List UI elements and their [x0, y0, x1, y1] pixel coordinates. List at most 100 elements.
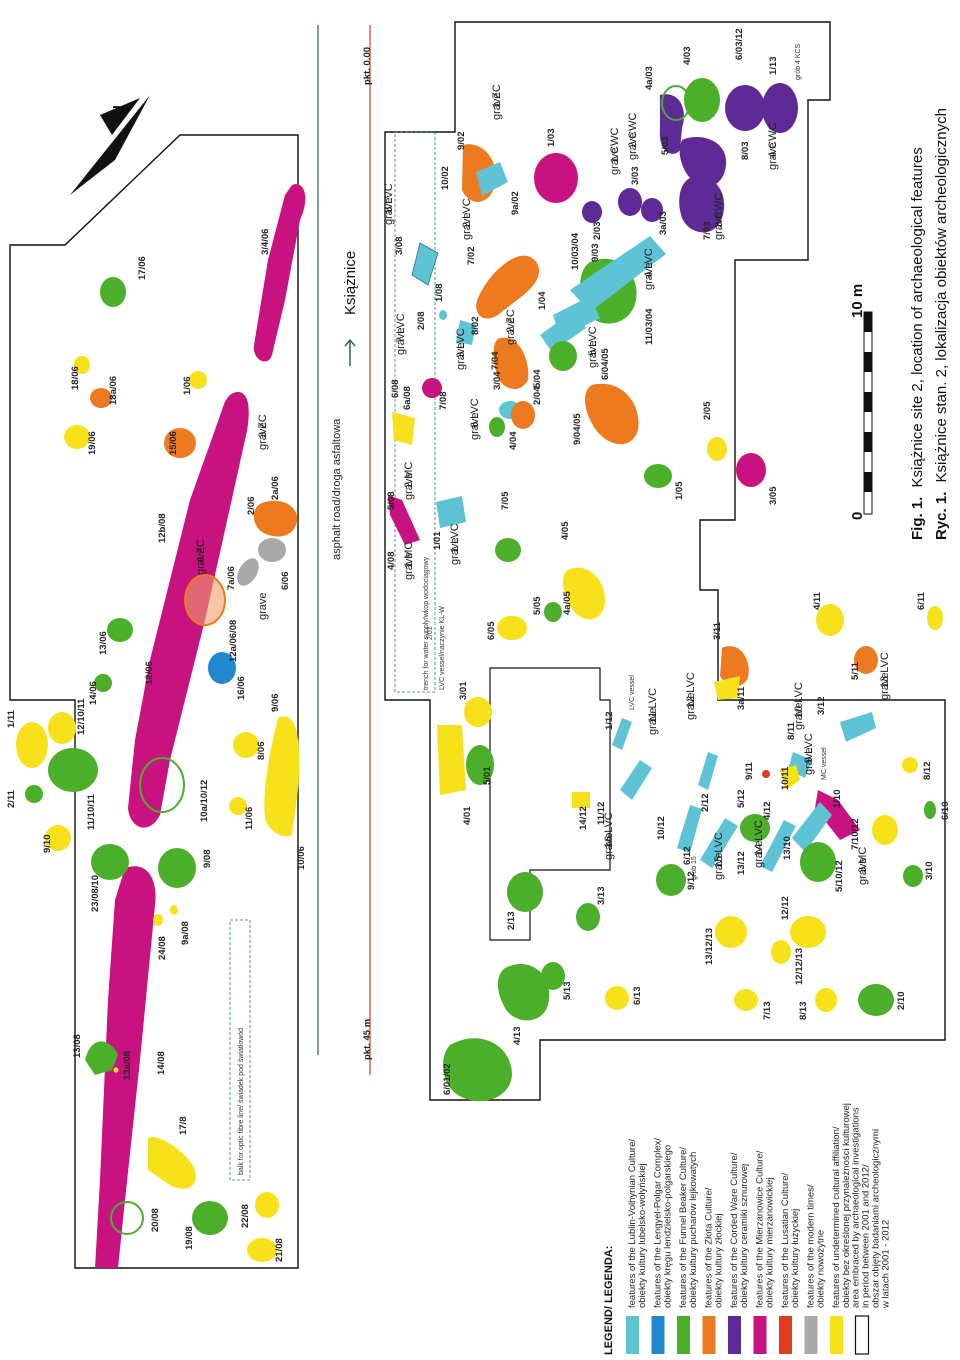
feature-1-11 [16, 722, 48, 768]
feature-label: 5/11 [850, 661, 861, 680]
feature-13-10 [792, 802, 832, 852]
note-label: MC vessel [821, 747, 828, 780]
feature-7a-06 [237, 558, 259, 586]
feature-12-10-11 [48, 712, 76, 744]
legend: LEGEND/ LEGENDA: features of the Lublin-… [603, 1103, 892, 1355]
feature-label: 4/01 [462, 806, 473, 825]
note-label: LVC vessel [629, 675, 636, 710]
feature-5-04 [549, 341, 577, 371]
feature-label: 2/10 [896, 992, 907, 1011]
feature-17-06 [100, 277, 126, 307]
feature-label: 4/04 [508, 431, 519, 450]
feature-label: 1/13 [768, 57, 779, 76]
feature-6-06 [258, 538, 286, 562]
feature-2-05 [707, 437, 727, 461]
feature-label: 5/05 [532, 596, 543, 615]
feature-2-11 [25, 785, 43, 803]
feature-label: 6/03/12 [734, 28, 745, 60]
feature-label: 13/12/13 [704, 928, 715, 965]
feature-label: 9/08 [202, 850, 213, 869]
feature-label: 2/08 [416, 312, 427, 331]
feature-13-08 [85, 1041, 118, 1075]
feature-7-05 [495, 538, 521, 562]
feature-label: 2/12 [700, 794, 711, 813]
legend-text-area: obszar objęty badaniami archeologicznymi [871, 1129, 882, 1308]
feature-2-03 [582, 201, 602, 223]
feature-15-06 [164, 428, 196, 458]
feature-label: 11/03/04 [644, 308, 655, 345]
feature-label: 10a/10/12 [199, 780, 210, 822]
legend-title: LEGEND/ LEGENDA: [603, 1246, 615, 1355]
feature-label: 3/10 [924, 862, 935, 881]
legend-text-lusatian: obiekty kultury łużyckiej [790, 1209, 801, 1308]
feature-6-13 [605, 986, 629, 1010]
feature-label: 1/10 [832, 790, 843, 809]
feature-5-05 [544, 602, 562, 622]
grave-label: grave12 LVC [685, 672, 697, 720]
feature-label: 8/06 [256, 742, 267, 761]
feature-4-03 [684, 78, 720, 122]
place-label: Książnice [342, 251, 359, 315]
feature-label: 4a/05 [562, 591, 573, 615]
feature-label: 6/06 [280, 572, 291, 591]
feature-8-03 [679, 137, 727, 187]
road-label: asphalt road/droga asfaltowa [331, 418, 343, 560]
feature-label: 3/08 [394, 237, 405, 256]
legend-text-lvc: obiekty kultury lubelsko-wołyńskiej [637, 1163, 648, 1308]
feature-1-04 [540, 310, 586, 352]
grave-label: grave5 LVC [587, 326, 599, 368]
feature-label: 3a/03 [658, 211, 669, 235]
feature-label: 9/02 [456, 132, 467, 151]
figure-caption: Fig. 1. Książnice site 2, location of ar… [909, 108, 950, 540]
feature-label: 8/02 [470, 317, 481, 336]
feature-3-05 [736, 453, 766, 487]
feature-label: 18a/06 [108, 376, 119, 405]
feature-label: 22/08 [240, 1204, 251, 1228]
feature-label: 13a/08 [122, 1051, 133, 1080]
feature-3-03 [618, 188, 642, 216]
feature-4-11 [816, 604, 844, 636]
feature-label: 2/11 [6, 789, 17, 808]
feature-4-13 [497, 963, 550, 1021]
feature-3-12 [840, 712, 876, 742]
feature-6-11 [927, 606, 943, 630]
grave-label: grave10 LVC [793, 682, 805, 730]
grave-label: grave16 LVC [603, 812, 615, 860]
feature-label: 1/12 [604, 712, 615, 731]
grave-label: grave3 LVC [455, 328, 467, 370]
feature-5-03 [659, 94, 684, 154]
feature-13-06 [107, 618, 133, 642]
legend-text-zlota: features of the Złota Culture/ [704, 1187, 715, 1308]
feature-label: 1/03 [546, 129, 557, 148]
feature-label: 10/12 [656, 816, 667, 840]
excavation-outline-west [9, 134, 299, 1269]
grave-label: grave1 CWC [609, 128, 621, 176]
feature-label: 7/03 [702, 222, 713, 241]
feature-label: 1/05 [674, 481, 685, 500]
feature-10-11 [780, 765, 800, 790]
feature-6-10 [924, 801, 936, 819]
feature-label: 13/06 [98, 631, 109, 655]
feature-24-08 [153, 914, 163, 926]
feature-label: 8/03 [740, 142, 751, 161]
feature-4-08 [388, 495, 420, 545]
feature-label: 5/10/12 [834, 860, 845, 892]
feature-label: 4/11 [812, 591, 823, 610]
feature-label: 6a/08 [402, 386, 413, 410]
feature-1-10 [815, 790, 860, 840]
feature-3-11 [720, 646, 749, 687]
feature-label: 6/12 [682, 847, 693, 866]
feature-10-12 [677, 805, 702, 853]
legend-text-area: in period between 2001 and 2012/ [861, 1164, 872, 1308]
feature-1-03 [534, 153, 578, 203]
feature-label: 2a/06 [270, 476, 281, 500]
road-arrow-icon [344, 338, 356, 366]
north-label: N [110, 105, 127, 116]
legend-text-funnel: obiekty kultury pucharów lejkowatych [688, 1152, 699, 1308]
grave-label: grave6 LVC [469, 398, 481, 440]
feature-12-12-13 [771, 940, 791, 964]
feature-label: 3/04 [492, 371, 503, 390]
feature-9-06 [264, 716, 300, 837]
trench-label: trench for water supply/wkop wodociągowy [423, 556, 430, 690]
